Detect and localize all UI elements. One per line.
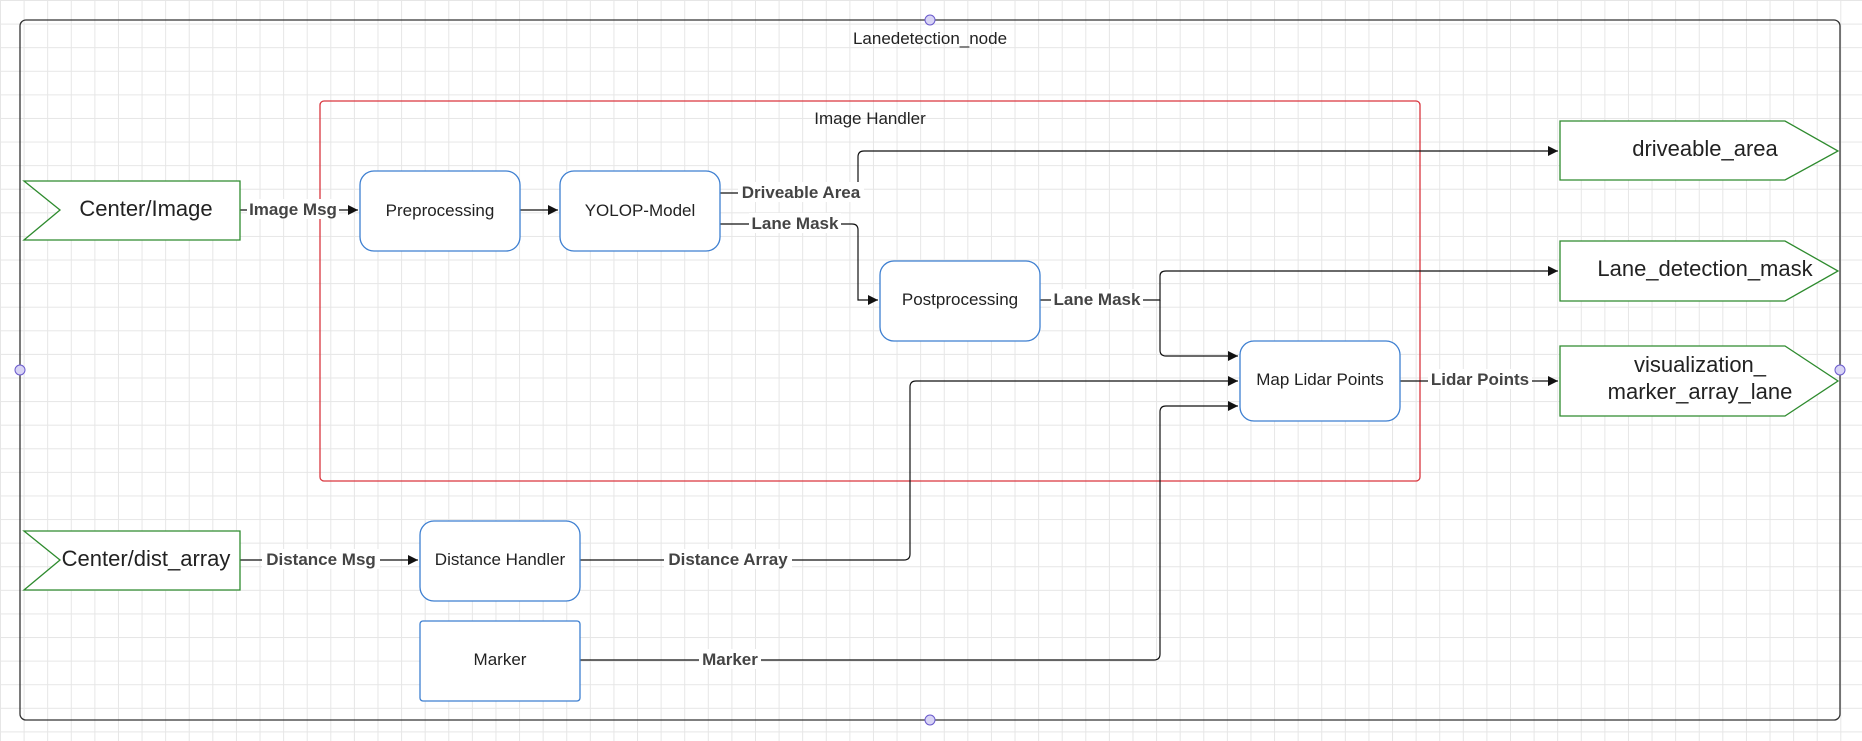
edge-label-driveable-area: Driveable Area [742, 183, 861, 202]
node-postprocessing[interactable]: Postprocessing [879, 260, 1041, 342]
output-driveable-area-label: driveable_area [1632, 136, 1778, 161]
image-handler-title: Image Handler [814, 109, 926, 128]
output-driveable-area[interactable]: driveable_area [1559, 120, 1840, 181]
image-handler-group[interactable]: Image Handler [319, 100, 1421, 482]
edge-label-distance-msg: Distance Msg [266, 550, 376, 569]
connection-handle-bottom[interactable] [924, 714, 936, 726]
connection-handle-top[interactable] [924, 14, 936, 26]
edge-lane-mask-1[interactable] [720, 223, 878, 305]
node-preprocessing[interactable]: Preprocessing [359, 170, 521, 252]
edge-marker[interactable] [580, 401, 1238, 661]
edge-label-lidar-points: Lidar Points [1431, 370, 1529, 389]
node-postprocessing-label: Postprocessing [902, 290, 1018, 309]
input-center-image[interactable]: Center/Image [22, 180, 241, 241]
edge-driveable-area[interactable] [720, 146, 1558, 194]
node-distance-handler-label: Distance Handler [435, 550, 566, 569]
edge-label-image-msg: Image Msg [249, 200, 337, 219]
node-map-lidar-points-label: Map Lidar Points [1256, 370, 1384, 389]
connection-handle-left[interactable] [14, 364, 26, 376]
lanedetection-node-container[interactable]: Lanedetection_node [14, 14, 1846, 726]
node-yolop-model[interactable]: YOLOP-Model [559, 170, 721, 252]
input-center-dist-array[interactable]: Center/dist_array [22, 530, 241, 591]
edge-label-distance-array: Distance Array [668, 550, 788, 569]
connection-handle-right[interactable] [1834, 364, 1846, 376]
input-center-dist-array-label: Center/dist_array [62, 546, 231, 571]
node-preprocessing-label: Preprocessing [386, 201, 495, 220]
node-distance-handler[interactable]: Distance Handler [419, 520, 581, 602]
container-title: Lanedetection_node [853, 29, 1007, 48]
node-marker[interactable]: Marker [419, 620, 581, 702]
edge-label-lane-mask-1: Lane Mask [752, 214, 839, 233]
node-marker-label: Marker [474, 650, 527, 669]
output-lane-detection-mask-label: Lane_detection_mask [1597, 256, 1813, 281]
edge-labels: Image Msg Driveable Area Lane Mask Lane … [247, 182, 1532, 669]
edge-distance-array[interactable] [580, 376, 1238, 561]
edge-label-marker: Marker [702, 650, 758, 669]
output-lane-detection-mask[interactable]: Lane_detection_mask [1559, 240, 1840, 302]
edge-label-lane-mask-2: Lane Mask [1054, 290, 1141, 309]
edge-lane-mask-2-to-map[interactable] [1159, 300, 1238, 361]
output-visualization-marker-array-lane[interactable]: visualization_ marker_array_lane [1559, 345, 1840, 417]
edge-lane-mask-2-to-output[interactable] [1040, 266, 1558, 301]
input-center-image-label: Center/Image [79, 196, 212, 221]
output-visualization-label-line1: visualization_ [1634, 352, 1767, 377]
node-yolop-model-label: YOLOP-Model [585, 201, 696, 220]
output-visualization-label-line2: marker_array_lane [1608, 379, 1793, 404]
node-map-lidar-points[interactable]: Map Lidar Points [1239, 340, 1401, 422]
